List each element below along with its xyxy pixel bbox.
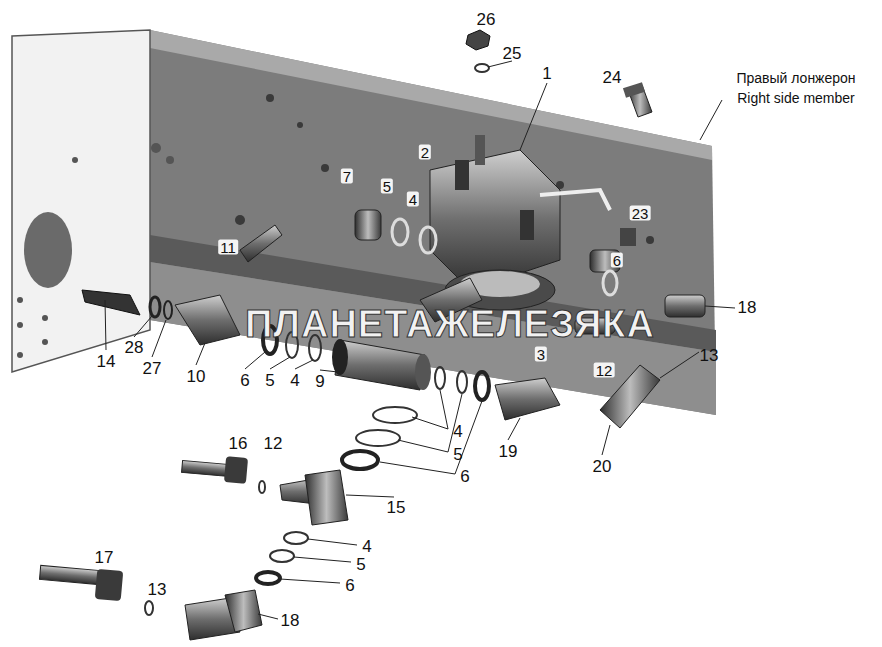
callout-number: 18: [281, 612, 300, 629]
callout-number: 12: [264, 435, 283, 452]
watermark: ПЛАНЕТАЖЕЛЕЗЯКА: [245, 305, 655, 343]
callout-number: 13: [700, 347, 719, 364]
callout-number: 13: [148, 581, 167, 598]
callout-number: 24: [603, 69, 622, 86]
callout-number: 16: [229, 435, 248, 452]
callout-number: 6: [460, 468, 469, 485]
callout-number: 4: [407, 192, 419, 207]
callout-number: 27: [143, 360, 162, 377]
callout-number: 5: [381, 179, 393, 194]
callout-number: 9: [315, 373, 324, 390]
callout-number: 6: [345, 577, 354, 594]
callout-number: 23: [630, 206, 651, 221]
callout-number: 3: [535, 347, 547, 362]
callout-number: 28: [125, 339, 144, 356]
callout-number: 18: [738, 299, 757, 316]
callout-number: 1: [542, 65, 551, 82]
callout-number: 14: [97, 353, 116, 370]
part-name: Правый лонжерон: [736, 71, 855, 85]
callout-number: 20: [593, 458, 612, 475]
callout-number: 5: [265, 372, 274, 389]
callout-number: 11: [218, 240, 238, 255]
part-name: Right side member: [737, 91, 855, 105]
callout-number: 6: [611, 253, 623, 268]
callout-number: 7: [341, 169, 353, 184]
callout-number: 6: [240, 372, 249, 389]
callout-number: 10: [187, 368, 206, 385]
callout-number: 5: [356, 556, 365, 573]
callout-number: 4: [453, 423, 462, 440]
callout-number: 5: [453, 446, 462, 463]
callout-number: 19: [499, 443, 518, 460]
callout-number: 17: [95, 549, 114, 566]
callout-number: 15: [387, 499, 406, 516]
callout-number: 25: [503, 45, 522, 62]
callout-number: 2: [419, 145, 431, 160]
callout-number: 4: [362, 538, 371, 555]
callout-number: 26: [477, 11, 496, 28]
callout-number: 12: [594, 363, 615, 378]
callout-number: 4: [290, 372, 299, 389]
